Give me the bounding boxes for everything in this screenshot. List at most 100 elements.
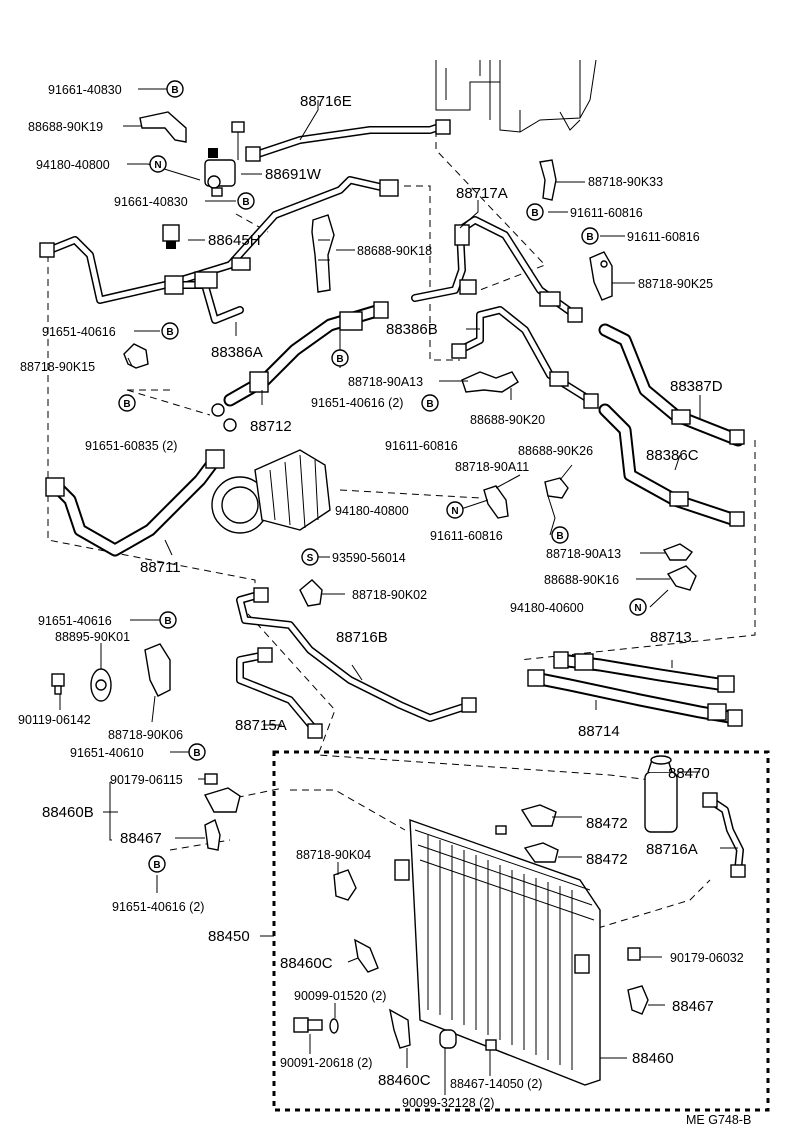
label-88713: 88713 xyxy=(650,629,692,646)
hose-88711 xyxy=(45,449,225,557)
bracket-88467-b xyxy=(627,985,649,1015)
label-88718-90A11: 88718-90A11 xyxy=(455,460,529,474)
bracket-88688-90K19 xyxy=(139,111,187,143)
label-91651-60835-2: 91651-60835 (2) xyxy=(85,439,177,453)
bolt-symbol-text: B xyxy=(193,748,200,759)
bolt-symbol xyxy=(161,322,179,340)
label-91661-40830-b: 91661-40830 xyxy=(114,195,188,209)
label-88716E: 88716E xyxy=(300,93,352,110)
bolt-symbol-text: B xyxy=(153,860,160,871)
bolt-symbol xyxy=(237,192,255,210)
label-93590-56014: 93590-56014 xyxy=(332,551,406,565)
leader-lines xyxy=(59,88,738,1095)
label-88688-90K20: 88688-90K20 xyxy=(470,413,545,427)
bracket-88460B xyxy=(203,773,241,813)
clamp-88718-90K15 xyxy=(123,343,149,369)
label-88645H: 88645H xyxy=(208,232,261,249)
label-88718-90K25: 88718-90K25 xyxy=(638,277,713,291)
bolt-symbol xyxy=(331,349,349,367)
hose-88713 xyxy=(553,651,735,693)
bolt-symbol xyxy=(148,855,166,873)
clamp-88718-90A11 xyxy=(483,485,509,519)
bracket-88718-90K04 xyxy=(333,869,357,901)
clamp-88718-90K02 xyxy=(299,579,323,607)
clamp-88895-90K01 xyxy=(90,668,112,702)
label-91651-40616-2b: 91651-40616 (2) xyxy=(112,900,204,914)
footer-code: ME G748-B xyxy=(686,1113,751,1127)
bracket-88467-a xyxy=(204,819,221,851)
label-91651-40610: 91651-40610 xyxy=(70,746,144,760)
nut-symbol xyxy=(149,155,167,173)
bolt-symbol-text: B xyxy=(123,399,130,410)
nut-90179-06032 xyxy=(627,947,641,961)
bolt-symbol-text: B xyxy=(556,531,563,542)
nut-symbol xyxy=(629,598,647,616)
label-88714: 88714 xyxy=(578,723,620,740)
pipe-88717A xyxy=(411,216,583,323)
label-90179-06115: 90179-06115 xyxy=(110,773,183,787)
bolt-symbol-text: B xyxy=(531,208,538,219)
label-88386C: 88386C xyxy=(646,447,699,464)
bolt-symbol-text: B xyxy=(171,85,178,96)
label-88718-90A13-b: 88718-90A13 xyxy=(546,547,621,561)
pipe-88715A xyxy=(236,647,323,739)
label-91651-40616-b: 91651-40616 xyxy=(38,614,112,628)
pipe-88386B xyxy=(451,306,599,409)
pressure-switch-88691W xyxy=(204,121,245,197)
label-88688-90K19: 88688-90K19 xyxy=(28,120,103,134)
label-88717A: 88717A xyxy=(456,185,508,202)
pipe-88716A xyxy=(702,792,746,878)
nut-symbol-text: N xyxy=(634,603,641,614)
bolt-symbol xyxy=(421,394,439,412)
label-88718-90A13-a: 88718-90A13 xyxy=(348,375,423,389)
label-91611-60816-a: 91611-60816 xyxy=(570,206,643,220)
label-88716B: 88716B xyxy=(336,629,388,646)
bolt-90091-20618 xyxy=(293,1017,339,1034)
label-88718-90K02: 88718-90K02 xyxy=(352,588,427,602)
label-88386A: 88386A xyxy=(211,344,263,361)
label-90119-06142: 90119-06142 xyxy=(18,713,91,727)
part-labels: 91661-40830 88688-90K19 88716E 94180-408… xyxy=(18,83,751,1127)
label-88688-90K18: 88688-90K18 xyxy=(357,244,432,258)
condenser-88460 xyxy=(394,818,601,1086)
label-88688-90K16: 88688-90K16 xyxy=(544,573,619,587)
label-91661-40830-a: 91661-40830 xyxy=(48,83,122,97)
bolt-symbol xyxy=(526,203,544,221)
condenser-assembly-frame xyxy=(272,750,770,1112)
label-88460C-b: 88460C xyxy=(378,1072,431,1089)
bracket-88460C-b xyxy=(389,1008,411,1049)
bolt-symbol xyxy=(581,227,599,245)
bolt-symbol xyxy=(166,80,184,98)
label-91651-40616-2: 91651-40616 (2) xyxy=(311,396,403,410)
label-90091-20618-2: 90091-20618 (2) xyxy=(280,1056,372,1070)
bracket-88688-90K16 xyxy=(666,565,697,591)
label-88688-90K26: 88688-90K26 xyxy=(518,444,593,458)
label-88718-90K33: 88718-90K33 xyxy=(588,175,663,189)
label-88450: 88450 xyxy=(208,928,250,945)
label-88472-a: 88472 xyxy=(586,815,628,832)
bolt-symbol-text: B xyxy=(586,232,593,243)
label-88895-90K01: 88895-90K01 xyxy=(55,630,130,644)
bolt-symbol-text: B xyxy=(164,616,171,627)
label-91611-60816-d: 91611-60816 xyxy=(430,529,503,543)
label-91611-60816-c: 91611-60816 xyxy=(385,439,458,453)
label-88716A: 88716A xyxy=(646,841,698,858)
screw-symbol-text: S xyxy=(307,553,314,564)
clamp-88472 xyxy=(495,804,559,863)
label-88691W: 88691W xyxy=(265,166,322,183)
label-88712: 88712 xyxy=(250,418,292,435)
bolt-symbol-text: B xyxy=(242,197,249,208)
label-94180-40800-b: 94180-40800 xyxy=(335,504,409,518)
screw-symbol xyxy=(301,548,319,566)
label-90099-01520-2: 90099-01520 (2) xyxy=(294,989,386,1003)
label-91651-40616-a: 91651-40616 xyxy=(42,325,116,339)
bolt-90119-06142 xyxy=(51,673,65,695)
label-88460: 88460 xyxy=(632,1050,674,1067)
bolt-symbol xyxy=(118,394,136,412)
clamp-88718-90A13-a xyxy=(461,371,519,393)
hose-88386A xyxy=(39,176,399,324)
receiver-88470 xyxy=(644,755,678,833)
label-88467-a: 88467 xyxy=(120,830,162,847)
hose-88714 xyxy=(527,669,743,727)
